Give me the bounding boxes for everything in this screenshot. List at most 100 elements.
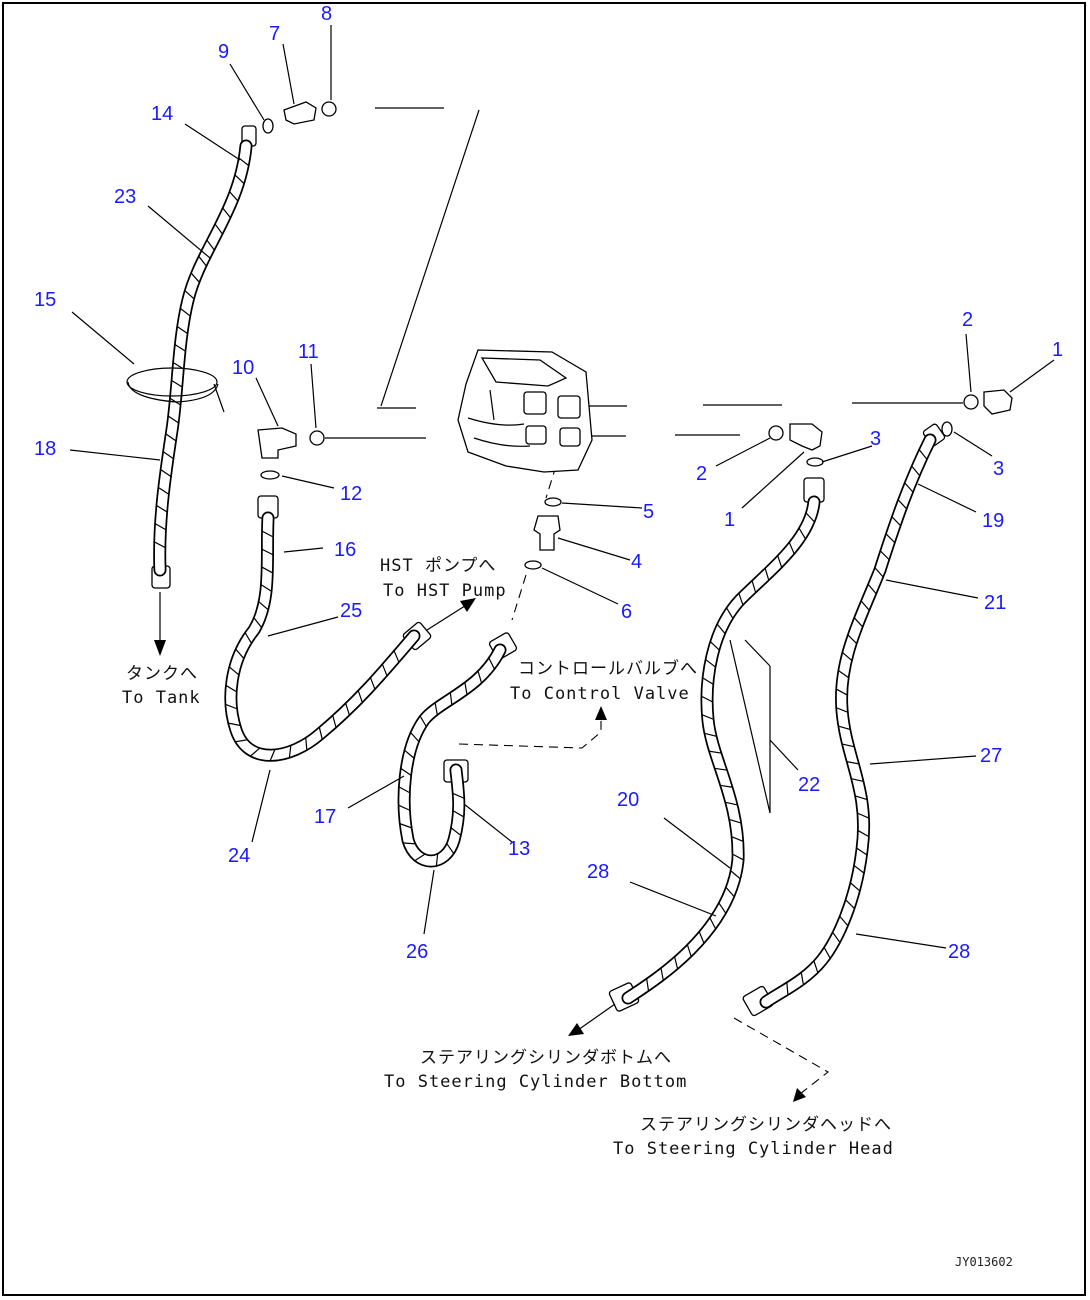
spiral-guard-mark [725, 607, 734, 620]
spiral-guard-mark [885, 533, 896, 544]
spiral-guard-mark [183, 289, 195, 300]
spiral-guard-mark [764, 567, 770, 581]
control-valve-body [457, 349, 593, 473]
drawing-code: JY013602 [955, 1255, 1013, 1269]
callout: 22 [798, 774, 820, 796]
spiral-guard-mark [847, 634, 858, 645]
note-hst-pump-en: To HST Pump [383, 581, 507, 601]
spiral-guard-mark [261, 548, 274, 556]
note-tank-jp: タンクへ [126, 664, 198, 684]
spiral-guard-mark [477, 670, 483, 684]
spiral-guard-mark [673, 956, 679, 970]
spiral-guard-mark [452, 792, 465, 800]
spiral-guard-mark [399, 822, 413, 829]
spiral-guard-mark [910, 465, 921, 477]
spiral-guard-mark [709, 917, 717, 930]
spiral-guard-mark [260, 583, 273, 593]
spiral-guard-mark [288, 744, 292, 759]
callout: 19 [982, 510, 1004, 532]
spiral-guard-mark [686, 944, 692, 958]
callout: 26 [406, 941, 428, 963]
spiral-guard-mark [206, 239, 216, 251]
callout: 28 [587, 861, 609, 883]
spiral-guard-mark [488, 657, 496, 670]
spiral-guard-mark [253, 617, 263, 629]
spiral-guard-mark [719, 784, 734, 788]
spiral-guard-mark [464, 681, 468, 696]
spiral-guard-mark [214, 223, 224, 235]
spiral-guard-mark [837, 725, 851, 731]
spiral-guard-mark [728, 818, 742, 824]
spiral-guard-mark [225, 684, 238, 693]
spiral-guard-mark [345, 702, 351, 716]
spiral-guard-mark [709, 640, 721, 651]
callout: 13 [508, 838, 530, 860]
spiral-guard-mark [419, 715, 428, 728]
spiral-guard-mark [835, 688, 848, 696]
spiral-guard-mark [738, 592, 744, 606]
hose-20-22-28 [621, 495, 821, 1005]
callout: 9 [218, 41, 229, 63]
callout: 17 [314, 806, 336, 828]
reference-lines [325, 107, 963, 1102]
note-hst-pump-jp: HST ポンプへ [380, 556, 496, 576]
spiral-guard-mark [700, 695, 714, 703]
spiral-guard-mark [844, 898, 856, 910]
spiral-guard-mark [860, 600, 871, 612]
spiral-guard-mark [167, 415, 180, 424]
spiral-guard-mark [222, 207, 232, 219]
spiral-guard-mark [731, 836, 744, 843]
spiral-guard-mark [835, 706, 849, 713]
spiral-guard-mark [716, 623, 726, 635]
spiral-guard-mark [234, 174, 245, 185]
spiral-guard-mark [831, 931, 841, 944]
spiral-guard-mark [409, 731, 420, 743]
callout: 24 [228, 845, 250, 867]
spiral-guard-mark [874, 567, 884, 578]
callout: 27 [980, 745, 1002, 767]
spiral-guard-mark [449, 692, 453, 706]
hose-16-25-24 [224, 511, 421, 762]
note-cyl-head-en: To Steering Cylinder Head [613, 1139, 894, 1159]
hose-19-21-27-28 [759, 433, 937, 1009]
spiral-guard-mark [798, 527, 807, 540]
spiral-guard-mark [450, 827, 462, 837]
callout: 5 [643, 501, 654, 523]
spiral-guard-mark [413, 853, 426, 862]
spiral-guard-mark [786, 981, 789, 996]
callout: 15 [34, 289, 56, 311]
spiral-guard-mark [704, 658, 717, 668]
spiral-guard-mark [269, 748, 276, 762]
spiral-guard-mark [190, 272, 201, 284]
spiral-guard-mark [403, 749, 415, 759]
callout-numbers: 8 7 9 14 23 15 18 10 11 12 16 25 24 17 1… [34, 3, 1063, 963]
spiral-guard-mark [258, 600, 269, 611]
spiral-guard-mark [701, 714, 715, 721]
callout: 20 [617, 789, 639, 811]
note-control-valve-en: To Control Valve [510, 684, 690, 704]
spiral-guard-mark [446, 842, 455, 855]
spiral-guard-mark [839, 915, 849, 927]
spiral-guard-mark [400, 767, 412, 777]
spiral-guard-mark [708, 750, 722, 754]
spiral-guard-mark [718, 902, 727, 915]
note-cyl-bottom-en: To Steering Cylinder Bottom [384, 1072, 687, 1092]
spiral-guard-mark [305, 737, 308, 751]
callout: 28 [948, 941, 970, 963]
callout: 7 [269, 23, 280, 45]
hoses [153, 139, 937, 1009]
spiral-guard-mark [837, 669, 850, 679]
spiral-guard-mark [154, 522, 167, 531]
spiral-guard-mark [434, 702, 438, 716]
spiral-guard-mark [646, 978, 650, 992]
spiral-guard-mark [452, 809, 465, 818]
spiral-guard-mark [176, 325, 189, 335]
spiral-guard-mark [402, 842, 416, 845]
spiral-guard-mark [854, 795, 868, 801]
spiral-guard-mark [805, 512, 816, 523]
spiral-guard-mark [153, 541, 166, 549]
note-control-valve-jp: コントロールバルブへ [518, 658, 698, 679]
note-cyl-head-jp: ステアリングシリンダヘッドへ [640, 1115, 892, 1135]
